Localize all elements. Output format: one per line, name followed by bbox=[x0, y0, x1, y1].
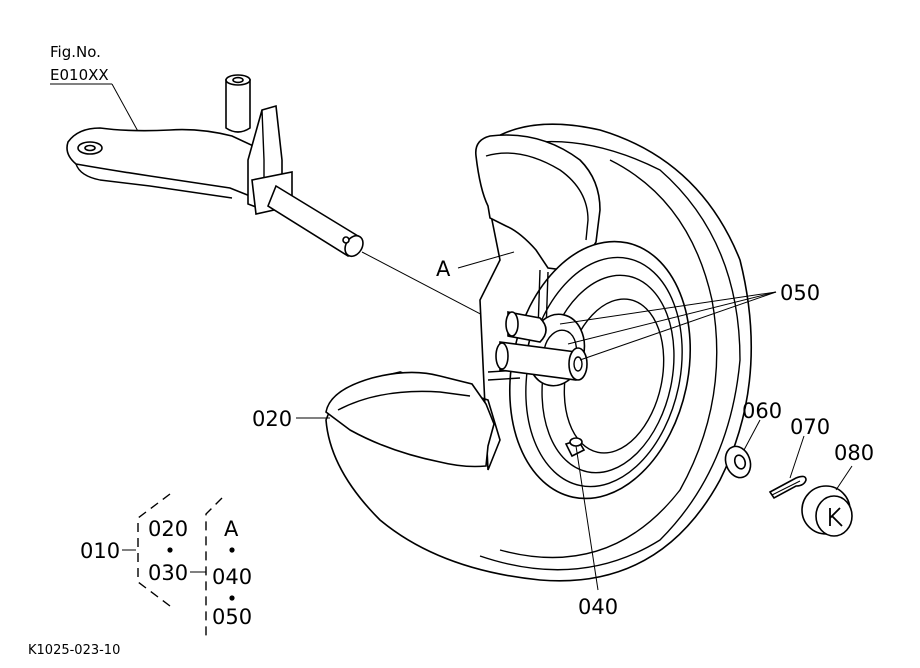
drawing-code: K1025-023-10 bbox=[28, 643, 120, 658]
hub-cap bbox=[801, 485, 853, 537]
fig-no-label: Fig.No. bbox=[50, 43, 101, 61]
cotter-pin bbox=[768, 475, 807, 500]
callout-020: 020 bbox=[252, 407, 292, 431]
callout-a: A bbox=[436, 257, 451, 281]
legend-030: 030 bbox=[148, 561, 188, 585]
valve-stem bbox=[564, 437, 586, 458]
legend-020: 020 bbox=[148, 517, 188, 541]
callout-070: 070 bbox=[790, 415, 830, 439]
spindle-arm bbox=[66, 74, 364, 258]
washer bbox=[724, 445, 752, 479]
bearing-upper bbox=[505, 311, 547, 343]
legend-040: 040 bbox=[212, 565, 252, 589]
legend-dot bbox=[167, 547, 173, 553]
legend-010: 010 bbox=[80, 539, 120, 563]
callout-040: 040 bbox=[578, 595, 618, 619]
wheel-tire bbox=[325, 123, 753, 582]
legend-a: A bbox=[224, 517, 239, 541]
bearing-lower bbox=[495, 341, 588, 381]
callout-060: 060 bbox=[742, 399, 782, 423]
callout-050: 050 bbox=[780, 281, 820, 305]
callout-080: 080 bbox=[834, 441, 874, 465]
assembly-legend: 010 020 030 A 040 050 bbox=[80, 493, 252, 640]
leader-lines bbox=[296, 251, 853, 591]
legend-dot bbox=[229, 547, 235, 553]
figure-number: Fig.No. E010XX bbox=[50, 43, 141, 136]
fig-code: E010XX bbox=[50, 66, 109, 84]
legend-050: 050 bbox=[212, 605, 252, 629]
legend-dot bbox=[229, 595, 235, 601]
